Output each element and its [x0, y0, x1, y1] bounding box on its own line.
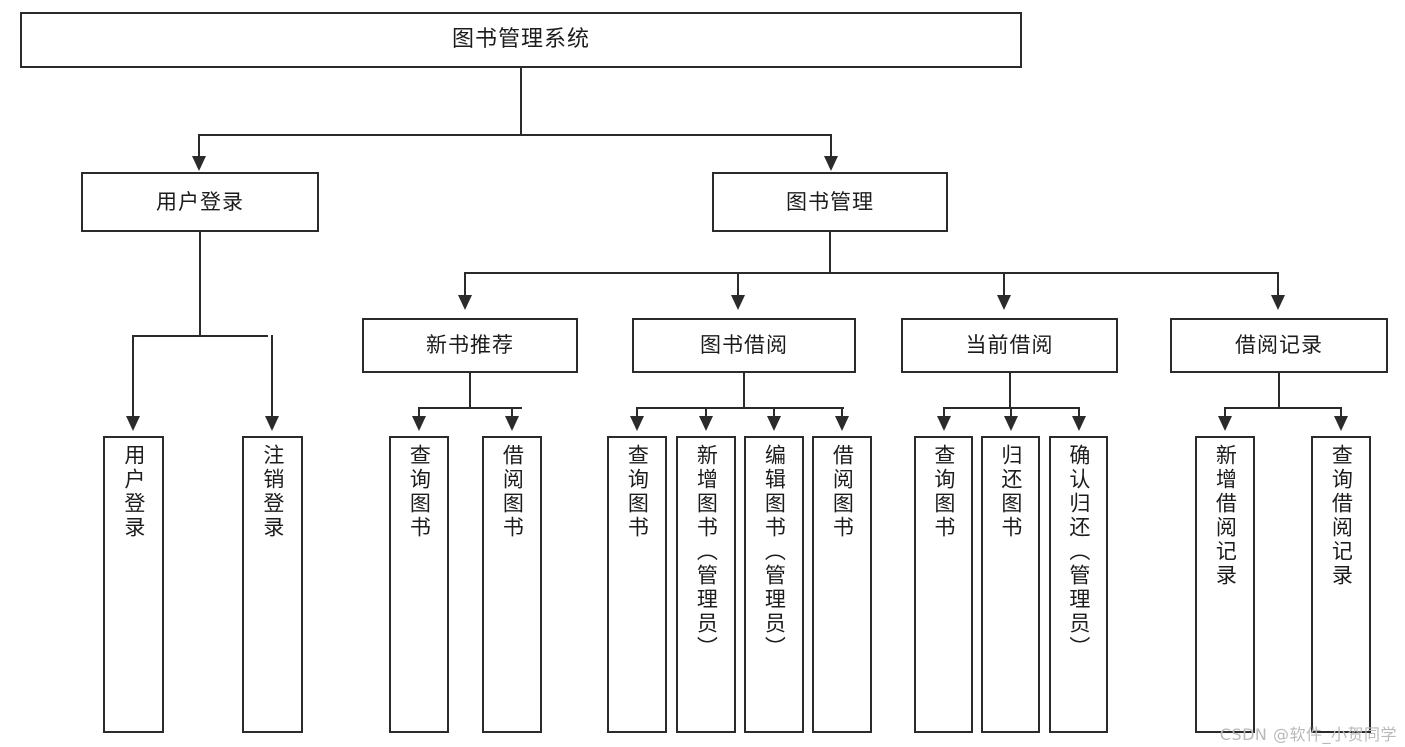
leaf-borrow-book-nb[interactable]: 借阅图书 — [482, 436, 542, 733]
node-label: 图书管理系统 — [451, 27, 590, 53]
connector-user-login-bus — [132, 335, 268, 338]
node-label: 新增图书（管理员） — [694, 444, 719, 660]
arrowhead-br-leaf2 — [1334, 416, 1348, 431]
connector-user-login-child1 — [132, 335, 135, 418]
leaf-query-book-nb[interactable]: 查询图书 — [389, 436, 449, 733]
node-book-borrow[interactable]: 图书借阅 — [632, 318, 856, 373]
arrowhead-leaf-logout — [265, 416, 279, 431]
leaf-add-book-admin[interactable]: 新增图书（管理员） — [676, 436, 736, 733]
connector-bb-c4 — [841, 407, 844, 418]
leaf-borrow-book-bb[interactable]: 借阅图书 — [812, 436, 872, 733]
node-label: 当前借阅 — [965, 333, 1054, 358]
connector-root-to-user-login — [198, 134, 201, 158]
connector-borrow-record-stem — [1278, 373, 1281, 409]
node-label: 用户登录 — [121, 444, 146, 540]
node-label: 用户登录 — [156, 189, 244, 214]
node-label: 查询图书 — [407, 444, 432, 540]
arrowhead-borrow-record — [1271, 295, 1285, 310]
arrowhead-user-login — [192, 156, 206, 171]
connector-to-borrow-record — [1277, 272, 1280, 297]
connector-new-book-bus — [418, 407, 522, 410]
connector-book-borrow-stem — [743, 373, 746, 409]
leaf-query-borrow-record[interactable]: 查询借阅记录 — [1311, 436, 1371, 733]
connector-new-book-c1 — [418, 407, 421, 418]
leaf-user-login[interactable]: 用户登录 — [103, 436, 164, 733]
node-label: 归还图书 — [998, 444, 1023, 540]
connector-level2-bus — [464, 272, 1279, 275]
connector-to-book-borrow — [737, 272, 740, 297]
connector-bb-c2 — [705, 407, 708, 418]
node-label: 查询图书 — [625, 444, 650, 540]
node-label: 图书借阅 — [700, 333, 788, 358]
leaf-add-borrow-record[interactable]: 新增借阅记录 — [1195, 436, 1255, 733]
connector-cb-c1 — [943, 407, 946, 418]
arrowhead-cb-leaf2 — [1004, 416, 1018, 431]
node-current-borrow[interactable]: 当前借阅 — [901, 318, 1118, 373]
arrowhead-current-borrow — [997, 295, 1011, 310]
arrowhead-new-book — [458, 295, 472, 310]
connector-to-current-borrow — [1003, 272, 1006, 297]
arrowhead-cb-leaf3 — [1072, 416, 1086, 431]
node-label: 查询图书 — [931, 444, 956, 540]
leaf-return-book[interactable]: 归还图书 — [981, 436, 1040, 733]
node-label: 注销登录 — [260, 444, 285, 540]
node-book-management[interactable]: 图书管理 — [712, 172, 948, 232]
connector-root-bus — [198, 134, 832, 137]
node-new-book-recommend[interactable]: 新书推荐 — [362, 318, 578, 373]
node-user-login[interactable]: 用户登录 — [81, 172, 319, 232]
connector-user-login-child2 — [271, 335, 274, 418]
node-label: 借阅记录 — [1235, 333, 1323, 358]
arrowhead-book-mgmt — [824, 156, 838, 171]
watermark: CSDN @软件_小贺同学 — [1219, 725, 1397, 744]
connector-root-to-book-mgmt — [830, 134, 833, 158]
arrowhead-br-leaf1 — [1218, 416, 1232, 431]
connector-book-mgmt-stem — [829, 232, 832, 274]
node-label: 确认归还（管理员） — [1066, 444, 1091, 660]
node-root-system[interactable]: 图书管理系统 — [20, 12, 1022, 68]
connector-current-borrow-stem — [1009, 373, 1012, 409]
arrowhead-leaf-user-login — [126, 416, 140, 431]
leaf-query-book-bb[interactable]: 查询图书 — [607, 436, 667, 733]
connector-to-new-book — [464, 272, 467, 297]
arrowhead-book-borrow — [731, 295, 745, 310]
node-label: 图书管理 — [786, 189, 874, 214]
connector-new-book-stem — [469, 373, 472, 409]
leaf-edit-book-admin[interactable]: 编辑图书（管理员） — [744, 436, 804, 733]
leaf-confirm-return-admin[interactable]: 确认归还（管理员） — [1049, 436, 1108, 733]
node-label: 新书推荐 — [426, 333, 514, 358]
connector-bb-c3 — [773, 407, 776, 418]
connector-new-book-c2 — [511, 407, 514, 418]
node-label: 借阅图书 — [500, 444, 525, 540]
node-label: 借阅图书 — [830, 444, 855, 540]
connector-user-login-stem — [199, 232, 202, 337]
arrowhead-nb-leaf2 — [505, 416, 519, 431]
connector-br-c2 — [1340, 407, 1343, 418]
arrowhead-bb-leaf1 — [630, 416, 644, 431]
arrowhead-bb-leaf2 — [699, 416, 713, 431]
arrowhead-bb-leaf4 — [835, 416, 849, 431]
connector-root-stem — [520, 68, 523, 136]
connector-borrow-record-bus — [1224, 407, 1342, 410]
node-label: 查询借阅记录 — [1329, 444, 1354, 588]
node-borrow-record[interactable]: 借阅记录 — [1170, 318, 1388, 373]
connector-cb-c3 — [1078, 407, 1081, 418]
connector-cb-c2 — [1010, 407, 1013, 418]
arrowhead-bb-leaf3 — [767, 416, 781, 431]
connector-bb-c1 — [636, 407, 639, 418]
leaf-logout[interactable]: 注销登录 — [242, 436, 303, 733]
node-label: 新增借阅记录 — [1213, 444, 1238, 588]
leaf-query-book-cb[interactable]: 查询图书 — [914, 436, 973, 733]
connector-book-borrow-bus — [636, 407, 844, 410]
connector-br-c1 — [1224, 407, 1227, 418]
arrowhead-nb-leaf1 — [412, 416, 426, 431]
node-label: 编辑图书（管理员） — [762, 444, 787, 660]
arrowhead-cb-leaf1 — [937, 416, 951, 431]
